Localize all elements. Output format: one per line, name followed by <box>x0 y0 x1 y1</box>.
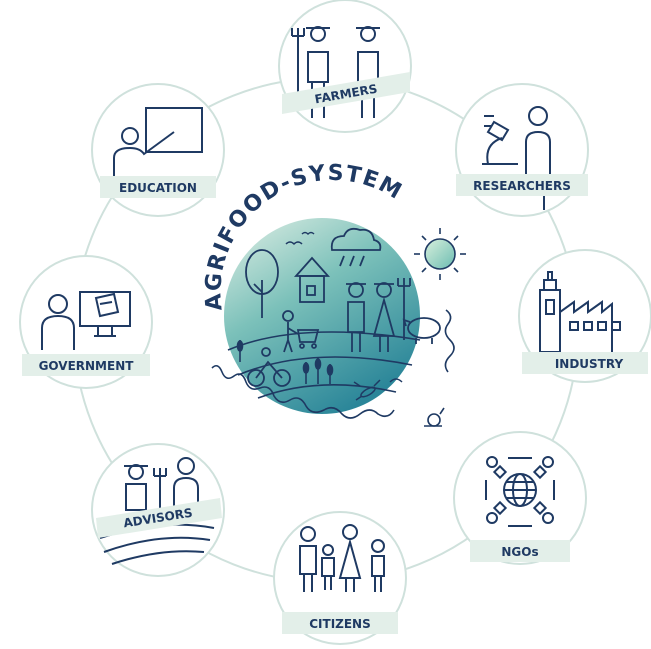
stakeholder-education[interactable]: EDUCATION <box>91 83 225 217</box>
stakeholder-researchers[interactable]: RESEARCHERS <box>455 83 589 217</box>
farmer-couple-icon <box>346 278 411 352</box>
stakeholder-label-citizens: CITIZENS <box>309 617 371 631</box>
house-icon <box>293 256 331 303</box>
rain-cloud-icon <box>330 227 382 267</box>
stakeholder-citizens[interactable]: CITIZENS <box>273 511 407 645</box>
stakeholder-industry[interactable]: INDUSTRY <box>518 249 651 383</box>
stakeholder-label-researchers: RESEARCHERS <box>473 179 571 193</box>
wheat-icon <box>236 340 334 384</box>
stakeholder-label-education: EDUCATION <box>119 181 197 195</box>
stakeholder-label-government: GOVERNMENT <box>39 359 135 373</box>
shopper-icon <box>282 310 320 353</box>
agrifood-center: AGRIFOOD-SYSTEM <box>201 161 466 427</box>
stakeholder-government[interactable]: GOVERNMENT <box>19 255 153 389</box>
stakeholder-label-ngos: NGOs <box>501 545 538 559</box>
stakeholder-advisors[interactable]: ADVISORS <box>91 443 225 577</box>
stakeholder-label-industry: INDUSTRY <box>555 357 624 371</box>
insect-icon <box>353 378 403 401</box>
tree-icon <box>245 249 279 318</box>
government-icon <box>41 291 131 350</box>
birds-icon <box>285 231 315 246</box>
snail-icon <box>424 407 445 427</box>
center-circle <box>224 218 420 414</box>
sun-icon <box>414 228 466 280</box>
pig-icon <box>402 317 441 344</box>
wavy-outline <box>211 364 395 419</box>
cyclist-icon <box>247 347 291 387</box>
stakeholder-farmers[interactable]: FARMERS <box>278 0 412 133</box>
family-icon <box>299 524 385 592</box>
teacher-board-icon <box>113 107 203 176</box>
globe-network-icon <box>485 456 555 527</box>
stakeholder-ngos[interactable]: NGOs <box>453 431 587 565</box>
advisors-icon <box>99 457 215 565</box>
